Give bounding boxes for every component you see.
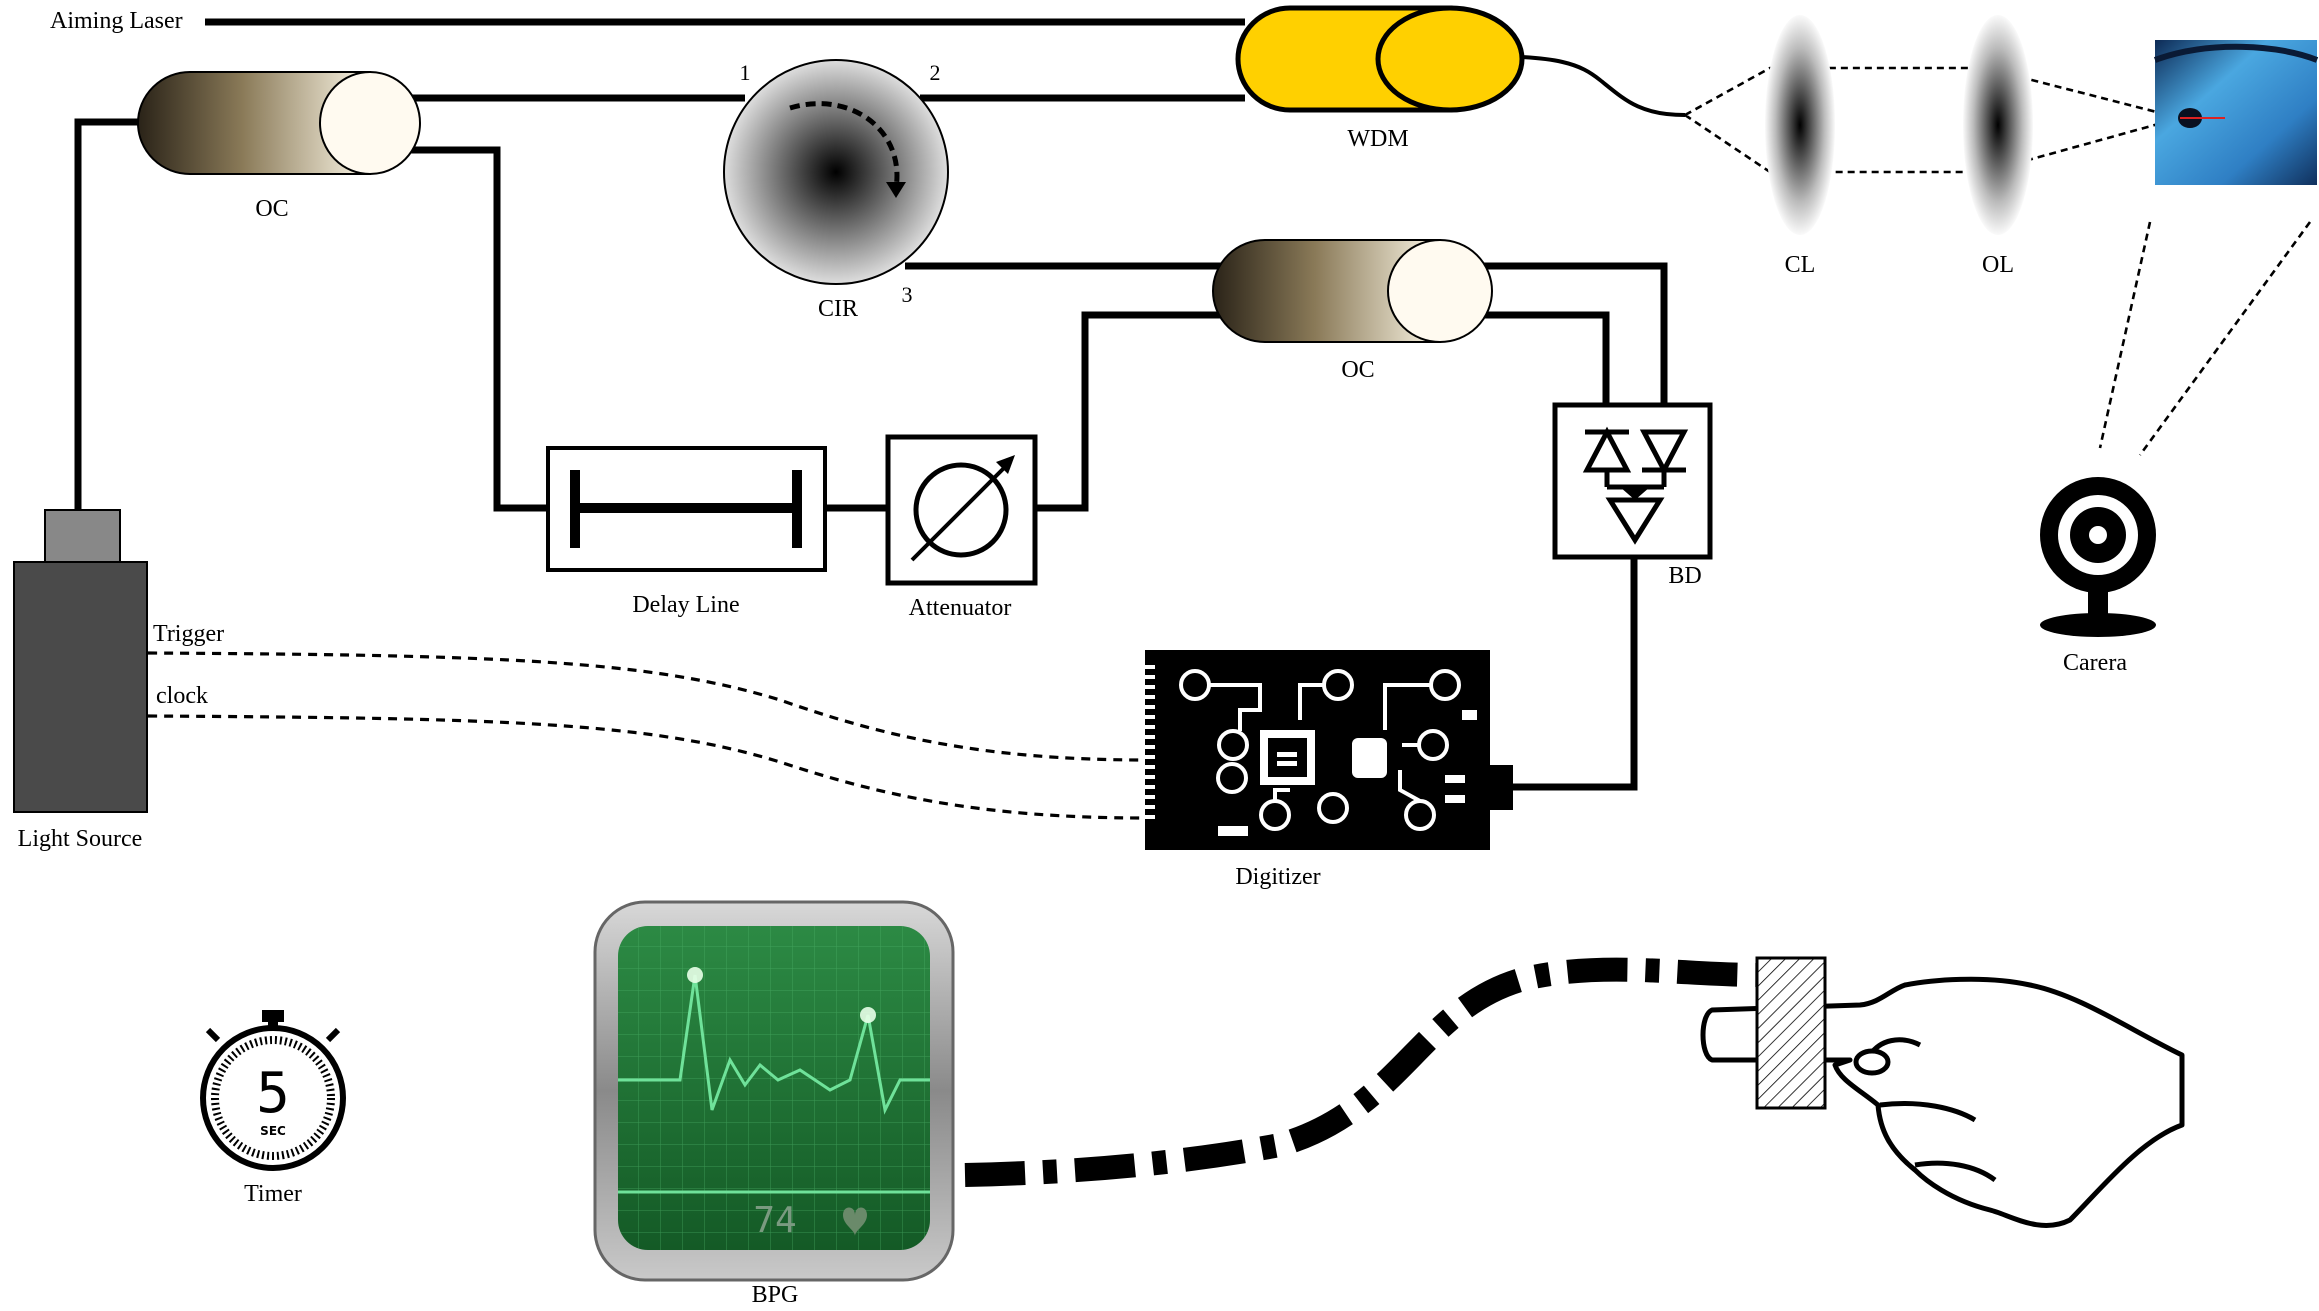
port-1-label: 1 xyxy=(740,60,751,85)
clock-line xyxy=(147,714,1146,820)
source-to-oc-fiber xyxy=(74,118,145,515)
heart-icon xyxy=(843,1207,867,1236)
circulator-arrow-icon xyxy=(789,101,900,189)
trigger-line xyxy=(147,651,1146,762)
bd-to-digitizer-fiber xyxy=(1508,555,1638,791)
attenuator-to-oc-fiber xyxy=(1035,311,1232,512)
port-2-label: 2 xyxy=(930,60,941,85)
light-source xyxy=(13,509,148,813)
ecg-trace xyxy=(618,974,930,1115)
cir-label: CIR xyxy=(818,296,858,322)
finger-clip-sensor xyxy=(1755,956,1827,1110)
camera-icon xyxy=(2040,467,2156,637)
attenuator-label: Attenuator xyxy=(909,595,1012,621)
wdm-label: WDM xyxy=(1347,126,1408,152)
clock-label: clock xyxy=(156,683,208,709)
bpg-monitor xyxy=(593,900,955,1282)
bpg-sensor-cable xyxy=(964,957,1761,1187)
balanced-detector xyxy=(1552,402,1713,560)
timer-label: Timer xyxy=(244,1181,302,1207)
timer-digit: 5 xyxy=(256,1061,290,1126)
ol-label: OL xyxy=(1982,252,2014,278)
eye-image xyxy=(2153,40,2319,185)
cl-label: CL xyxy=(1785,252,1816,278)
camera-view-lines xyxy=(2098,221,2312,456)
wdm-output-fiber xyxy=(1479,54,1686,117)
stopwatch-icon xyxy=(200,1010,346,1171)
bd-label: BD xyxy=(1668,563,1701,589)
camera-label: Carera xyxy=(2063,650,2127,676)
beam-path xyxy=(1684,66,2181,174)
collimating-lens xyxy=(1765,15,1835,235)
attenuator xyxy=(885,434,1038,586)
delay-line xyxy=(546,446,827,572)
delay-line-label: Delay Line xyxy=(632,592,739,618)
oc-to-bd-fiber-1 xyxy=(1440,262,1668,410)
digitizer-board xyxy=(1145,650,1513,850)
oc-to-delay-fiber xyxy=(380,146,548,512)
optical-coupler-middle xyxy=(1212,239,1493,343)
port-3-label: 3 xyxy=(902,282,913,307)
timer-unit: SEC xyxy=(260,1124,286,1138)
digitizer-label: Digitizer xyxy=(1235,864,1320,890)
bpg-value: 74 xyxy=(753,1200,796,1241)
wdm xyxy=(1235,5,1525,113)
trigger-label: Trigger xyxy=(153,621,224,647)
bpg-label: BPG xyxy=(752,1282,799,1308)
oc-mid-label: OC xyxy=(1341,357,1374,383)
optical-coupler-top xyxy=(137,71,421,175)
oc-to-bd-fiber-2 xyxy=(1440,311,1610,410)
light-source-label: Light Source xyxy=(18,826,143,852)
aiming-laser-label: Aiming Laser xyxy=(50,8,183,34)
oc-top-label: OC xyxy=(255,196,288,222)
objective-lens xyxy=(1963,15,2033,235)
circulator xyxy=(723,59,949,285)
